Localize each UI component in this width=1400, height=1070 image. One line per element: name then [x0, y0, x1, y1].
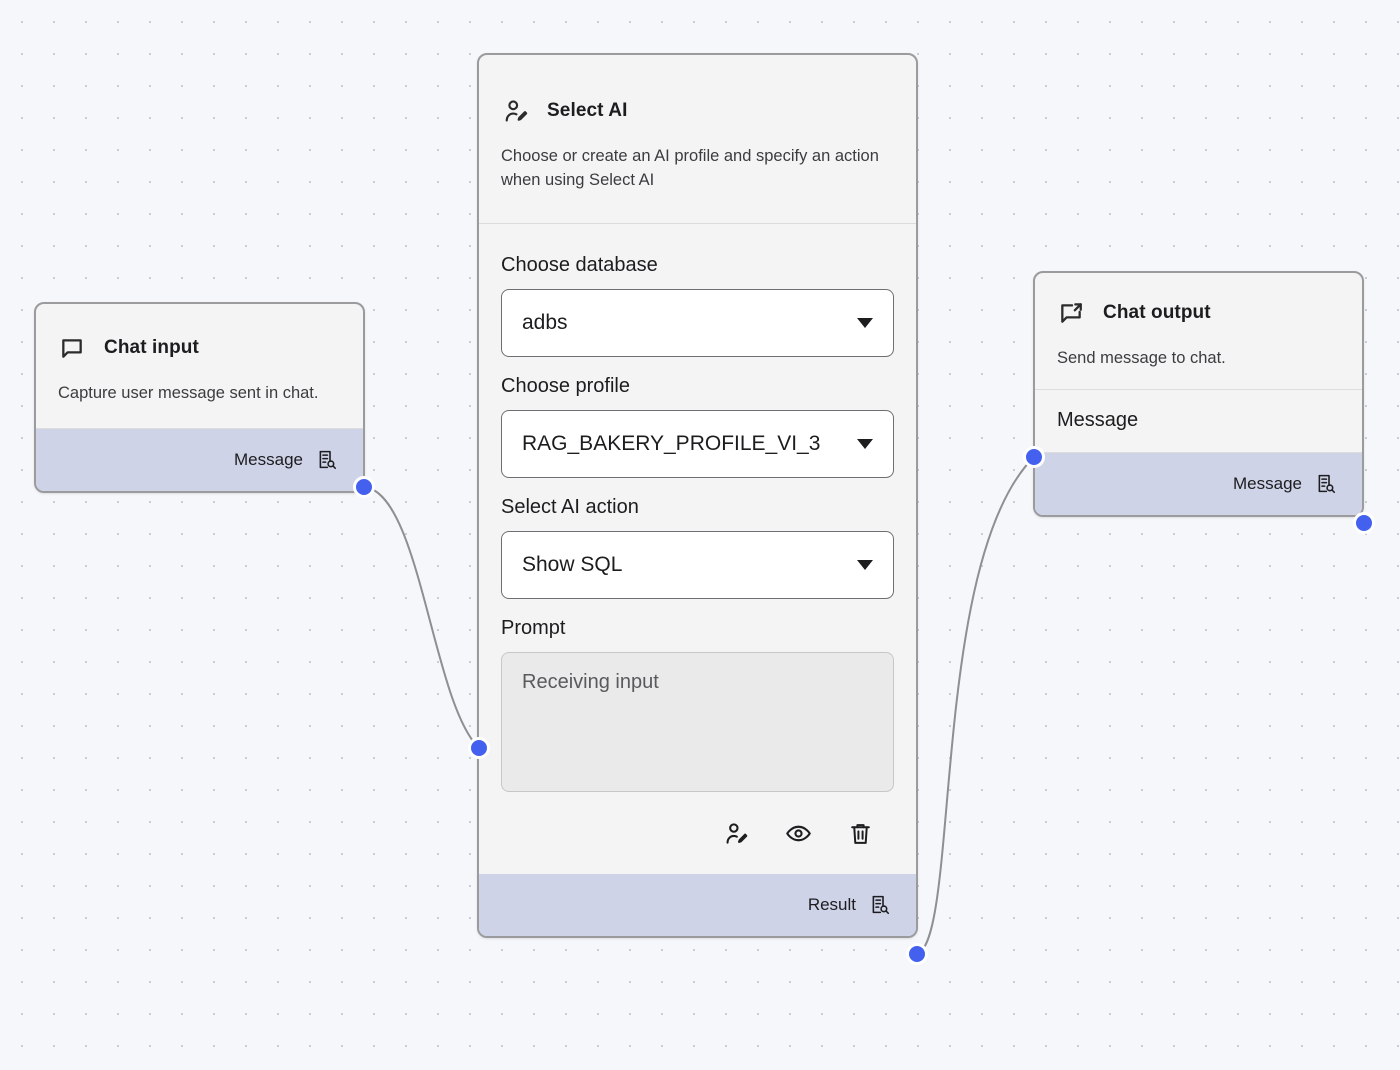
- chat-bubble-icon: [58, 334, 86, 362]
- edge-select-ai-to-chat-output: [916, 456, 1035, 955]
- chat-bubble-export-icon: [1057, 299, 1085, 327]
- chat-input-divider: [36, 427, 363, 429]
- label-prompt: Prompt: [501, 616, 566, 639]
- label-select-ai-action: Select AI action: [501, 495, 639, 518]
- select-ai-divider: [479, 222, 916, 224]
- chat-output-input-port-row[interactable]: Message: [1035, 389, 1362, 452]
- select-ai-output-port-row[interactable]: Result: [479, 873, 916, 936]
- port-chat-input-message-out[interactable]: [353, 476, 375, 498]
- port-select-ai-result-out[interactable]: [906, 943, 928, 965]
- person-edit-icon: [501, 97, 529, 125]
- chevron-down-icon: [857, 559, 873, 570]
- chat-output-divider-bottom: [1035, 451, 1362, 453]
- select-ai-action[interactable]: Show SQL: [501, 530, 894, 599]
- chat-output-header: Chat output: [1035, 273, 1362, 327]
- select-ai-action-bar: [479, 811, 916, 874]
- chat-input-header: Chat input: [36, 304, 363, 362]
- select-ai-output-label: Result: [807, 894, 856, 914]
- prompt-textarea[interactable]: Receiving input: [501, 651, 894, 792]
- select-ai-form: Choose database adbs Choose profile RAG_…: [479, 223, 916, 792]
- chevron-down-icon: [857, 317, 873, 328]
- node-select-ai[interactable]: Select AI Choose or create an AI profile…: [477, 53, 918, 938]
- document-search-icon: [315, 449, 337, 471]
- chat-input-title: Chat input: [104, 337, 199, 358]
- port-select-ai-prompt-in[interactable]: [468, 737, 490, 759]
- select-choose-database-value: adbs: [522, 310, 568, 334]
- node-chat-output[interactable]: Chat output Send message to chat. Messag…: [1033, 271, 1364, 517]
- select-ai-description: Choose or create an AI profile and speci…: [501, 147, 879, 189]
- edge-chat-input-to-select-ai: [363, 486, 479, 748]
- node-chat-input[interactable]: Chat input Capture user message sent in …: [34, 302, 365, 493]
- select-ai-action-value: Show SQL: [522, 552, 623, 576]
- chat-input-output-port-row[interactable]: Message: [36, 428, 363, 491]
- chat-output-divider-top: [1035, 388, 1362, 390]
- document-search-icon: [868, 894, 890, 916]
- chat-output-output-label: Message: [1233, 473, 1302, 493]
- chat-output-description: Send message to chat.: [1057, 349, 1226, 367]
- chat-output-output-port-row[interactable]: Message: [1035, 452, 1362, 515]
- select-choose-profile-value: RAG_BAKERY_PROFILE_VI_3: [522, 431, 821, 455]
- person-edit-icon[interactable]: [722, 820, 750, 848]
- chat-output-input-label: Message: [1057, 409, 1139, 432]
- chat-input-description: Capture user message sent in chat.: [58, 384, 319, 402]
- document-search-icon: [1314, 473, 1336, 495]
- select-choose-database[interactable]: adbs: [501, 288, 894, 357]
- chat-input-output-label: Message: [234, 449, 303, 469]
- port-chat-output-message-out[interactable]: [1353, 512, 1375, 534]
- select-choose-profile[interactable]: RAG_BAKERY_PROFILE_VI_3: [501, 409, 894, 478]
- trash-icon[interactable]: [846, 820, 874, 848]
- label-choose-profile: Choose profile: [501, 374, 630, 397]
- chevron-down-icon: [857, 438, 873, 449]
- select-ai-title: Select AI: [547, 100, 628, 121]
- chat-output-title: Chat output: [1103, 302, 1211, 323]
- label-choose-database: Choose database: [501, 253, 658, 276]
- port-chat-output-message-in[interactable]: [1023, 446, 1045, 468]
- eye-icon[interactable]: [784, 820, 812, 848]
- select-ai-header: Select AI: [479, 55, 916, 125]
